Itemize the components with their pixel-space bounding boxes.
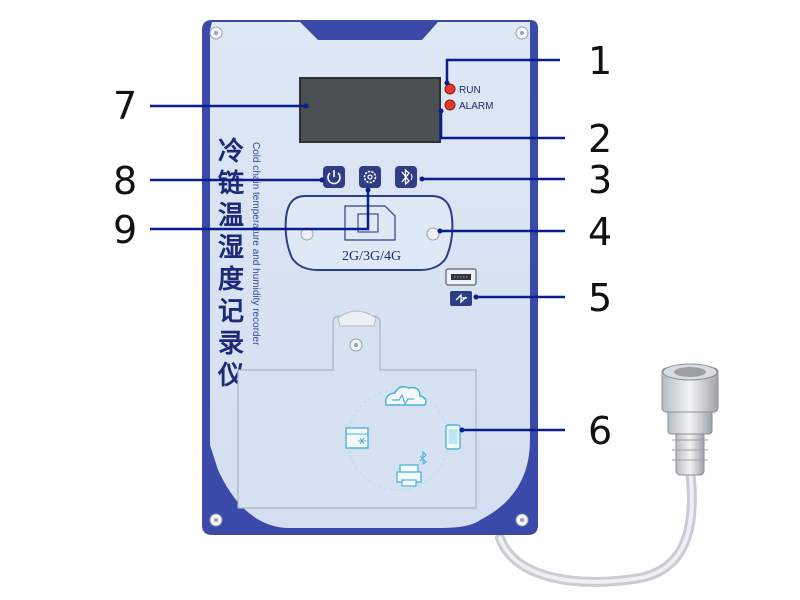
callout-lines [150,58,565,432]
sync-icon [455,293,467,304]
callout-line-2 [439,111,565,140]
power-icon [327,170,341,185]
phone-icon [445,424,461,450]
svg-text:冷: 冷 [218,136,244,167]
callout-number-4: 4 [588,210,612,254]
network-label: 2G/3G/4G [342,249,401,264]
callout-number-6: 6 [588,409,612,453]
callout-number-7: 7 [113,84,137,128]
callout-number-5: 5 [588,276,612,320]
sim-card-cover: 2G/3G/4G [284,195,454,271]
callout-line-9 [150,190,370,231]
svg-text:温: 温 [218,201,244,231]
screw-top-left [209,26,223,40]
callout-number-3: 3 [588,158,612,202]
sync-badge [450,291,472,306]
device-title-cn: 冷 链 温 湿 度 记 录 仪 [217,136,245,391]
alarm-led-label: ALARM [459,101,493,112]
svg-text:录: 录 [218,329,244,359]
bluetooth-button[interactable] [395,166,417,188]
svg-text:记: 记 [218,297,244,327]
power-button[interactable] [323,166,345,188]
screw-top-right [515,26,529,40]
battery-cover [237,310,477,509]
bluetooth-link-icon [419,450,427,466]
callout-number-2: 2 [588,117,612,161]
svg-text:链: 链 [218,168,244,199]
bluetooth-icon [401,168,413,186]
run-led [444,83,456,95]
callout-number-1: 1 [588,39,612,83]
sensor-probe-connector [661,363,719,476]
run-led-label: RUN [459,85,481,96]
cloud-icon [384,386,427,406]
screw-bottom-left [209,513,223,527]
settings-button[interactable] [359,166,381,188]
printer-icon [396,464,422,487]
alarm-led [444,99,456,111]
callout-line-1 [445,58,560,83]
gear-icon [363,170,377,184]
device-title-en: Cold chain temperature and humidity reco… [250,142,261,346]
lcd-screen [299,77,441,143]
svg-text:湿: 湿 [218,233,244,263]
callout-number-9: 9 [113,208,137,252]
callout-number-8: 8 [113,159,137,203]
usb-port [445,268,477,286]
box-icon [345,427,369,449]
usb-port-icon [451,274,471,280]
svg-text:度: 度 [218,264,244,295]
screw-bottom-right [515,513,529,527]
